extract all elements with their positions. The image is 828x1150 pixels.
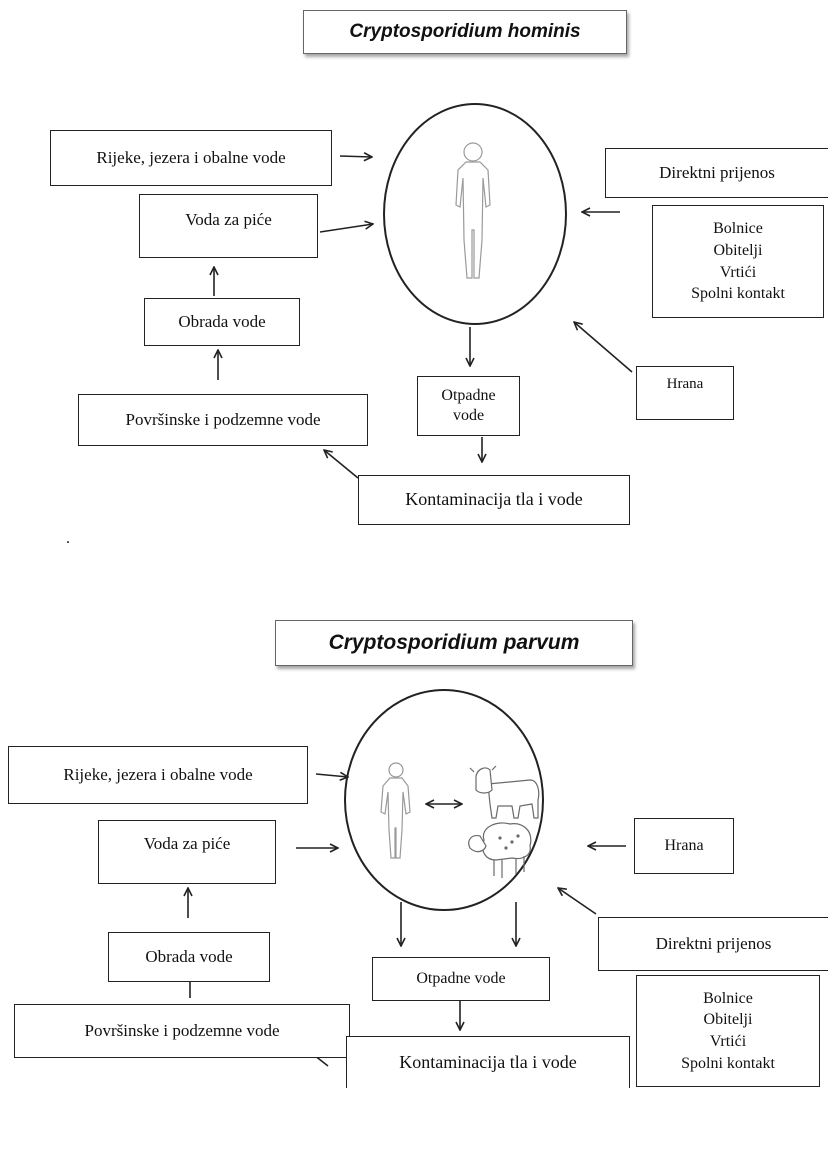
arrow-food-to-host <box>574 322 633 373</box>
wastewater-box: Otpadne vode <box>417 376 520 436</box>
water-treatment-box: Obrada vode <box>144 298 300 346</box>
human-icon <box>455 142 491 279</box>
setting-item: Bolnice <box>703 989 753 1007</box>
contamination-box: Kontaminacija tla i vode <box>346 1036 630 1088</box>
arrow-rivers-to-host <box>339 156 372 157</box>
diagram-title: Cryptosporidium parvum <box>275 620 633 666</box>
arrow-contamination-to-surface <box>324 450 359 479</box>
arrow-drinking-to-host <box>319 224 373 233</box>
setting-item: Obitelji <box>713 241 763 259</box>
food-box: Hrana <box>636 366 734 420</box>
direct-transmission-box: Direktni prijenos <box>605 148 828 198</box>
arrow-direct-to-host <box>558 888 597 915</box>
diagram-title: Cryptosporidium hominis <box>303 10 627 54</box>
water-treatment-box: Obrada vode <box>108 932 270 982</box>
drinking-water-box: Voda za piće <box>139 194 318 258</box>
wastewater-label-line: Otpadne <box>441 387 496 404</box>
settings-box: Bolnice Obitelji Vrtići Spolni kontakt <box>652 205 824 318</box>
cattle-icon <box>469 765 540 819</box>
separator-mark: . <box>66 530 70 547</box>
setting-item: Bolnice <box>713 220 763 238</box>
direct-transmission-box: Direktni prijenos <box>598 917 828 971</box>
surface-ground-water-box: Površinske i podzemne vode <box>78 394 368 446</box>
contamination-box: Kontaminacija tla i vode <box>358 475 630 525</box>
rivers-box: Rijeke, jezera i obalne vode <box>8 746 308 804</box>
setting-item: Vrtići <box>719 263 757 281</box>
human-icon <box>380 762 411 859</box>
food-box: Hrana <box>634 818 734 874</box>
setting-item: Spolni kontakt <box>691 285 785 303</box>
settings-box: Bolnice Obitelji Vrtići Spolni kontakt <box>636 975 820 1087</box>
rivers-box: Rijeke, jezera i obalne vode <box>50 130 332 186</box>
setting-item: Obitelji <box>703 1011 753 1029</box>
setting-item: Vrtići <box>709 1033 747 1050</box>
wastewater-box: Otpadne vode <box>372 957 550 1001</box>
sheep-icon <box>468 822 532 878</box>
surface-ground-water-box: Površinske i podzemne vode <box>14 1004 350 1058</box>
drinking-water-box: Voda za piće <box>98 820 276 884</box>
host-circle <box>383 103 567 325</box>
arrow-rivers-to-host <box>315 774 348 777</box>
wastewater-label-line: vode <box>452 407 485 424</box>
setting-item: Spolni kontakt <box>681 1054 775 1072</box>
